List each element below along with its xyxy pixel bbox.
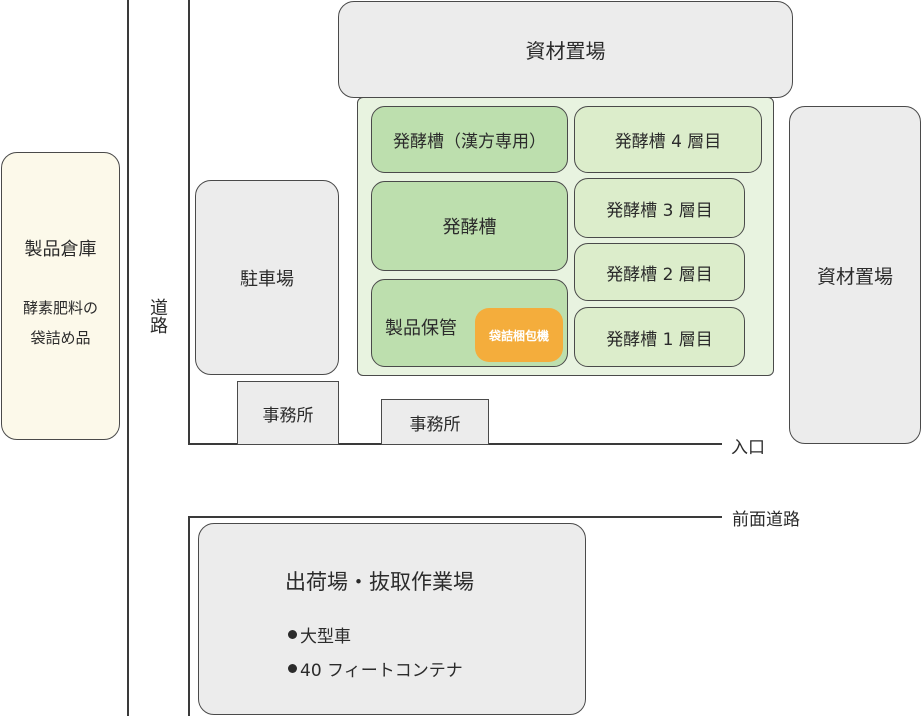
site-boundary-line — [188, 0, 190, 445]
tank-kampo: 発酵槽（漢方専用） — [371, 106, 568, 173]
parking-label: 駐車場 — [240, 268, 294, 290]
bullet-icon — [288, 664, 297, 673]
tank-floor-3: 発酵槽 3 層目 — [574, 178, 745, 238]
entrance-label: 入口 — [731, 438, 765, 458]
front-road-label: 前面道路 — [732, 510, 800, 530]
tank-main: 発酵槽 — [371, 181, 568, 271]
product-storage: 製品保管 — [371, 279, 568, 367]
shipping-item-2: 40 フィートコンテナ — [288, 656, 463, 681]
tank-floor-4-label: 発酵槽 4 層目 — [614, 132, 722, 152]
road-label: 道路 — [147, 298, 168, 334]
tank-kampo-label: 発酵槽（漢方専用） — [393, 132, 546, 152]
shipping-item-1-label: 大型車 — [300, 627, 351, 647]
warehouse-sub2: 袋詰め品 — [30, 329, 91, 347]
materials-yard-top: 資材置場 — [338, 1, 793, 98]
office-2-label: 事務所 — [409, 414, 461, 435]
shipping-area: 出荷場・抜取作業場 大型車 40 フィートコンテナ — [198, 523, 586, 715]
shipping-item-1: 大型車 — [288, 622, 351, 647]
office-1-label: 事務所 — [262, 405, 314, 426]
tank-floor-3-label: 発酵槽 3 層目 — [606, 200, 713, 221]
materials-yard-right: 資材置場 — [789, 106, 921, 444]
materials-top-label: 資材置場 — [525, 39, 606, 63]
bagging-machine: 袋詰梱包機 — [475, 308, 563, 362]
parking-lot: 駐車場 — [195, 180, 339, 375]
tank-floor-1: 発酵槽 1 層目 — [574, 307, 745, 367]
road-line-left — [127, 0, 129, 716]
product-warehouse: 製品倉庫 酵素肥料の 袋詰め品 — [1, 152, 120, 440]
warehouse-sub1: 酵素肥料の — [22, 299, 98, 317]
shipping-item-2-label: 40 フィートコンテナ — [300, 661, 463, 681]
office-1: 事務所 — [237, 381, 339, 445]
office-2: 事務所 — [381, 399, 489, 445]
tank-floor-4: 発酵槽 4 層目 — [574, 106, 762, 173]
tank-main-label: 発酵槽 — [442, 217, 497, 238]
tank-floor-1-label: 発酵槽 1 層目 — [606, 329, 713, 350]
bagging-machine-label: 袋詰梱包機 — [488, 328, 549, 343]
warehouse-title: 製品倉庫 — [24, 239, 97, 260]
front-road-line-vertical — [188, 516, 190, 716]
bullet-icon — [288, 630, 297, 639]
tank-floor-2-label: 発酵槽 2 層目 — [606, 264, 713, 285]
tank-floor-2: 発酵槽 2 層目 — [574, 243, 745, 301]
front-road-line — [188, 516, 722, 518]
shipping-title: 出荷場・抜取作業場 — [285, 570, 474, 594]
product-storage-label: 製品保管 — [385, 318, 457, 339]
materials-right-label: 資材置場 — [816, 265, 893, 288]
